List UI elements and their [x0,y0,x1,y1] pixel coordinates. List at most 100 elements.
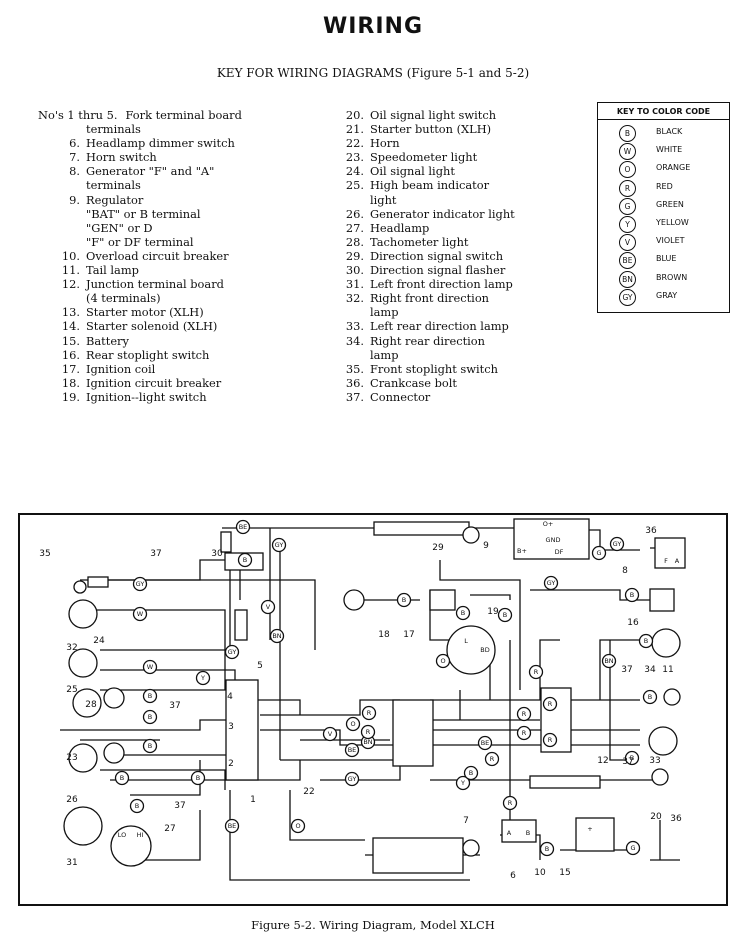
color-code-circle: B [619,125,636,142]
wire-color-code: Y [460,779,465,787]
key-item: light [326,193,586,207]
wire-color-code: B [148,742,152,750]
wire-color-code: V [328,730,333,738]
wire-color-code: R [490,755,495,763]
component-number: 36 [645,526,657,536]
color-name: YELLOW [656,218,689,227]
wire-color-code: B [461,609,465,617]
wire-color-tag [142,709,158,725]
key-item-text: "BAT" or B terminal [86,206,201,221]
wire-color-code: Y [200,674,205,682]
wire-color-code: GY [275,541,284,549]
wire-color-tag [396,592,412,608]
wire [609,640,630,761]
wire [130,760,201,796]
key-item-text: Fork terminal board [125,108,242,122]
key-item: 27.Headlamp [326,221,586,235]
key-item-text: Left rear direction lamp [370,319,509,334]
connector-29 [462,526,480,544]
wire [530,589,660,601]
wire-color-tag [542,732,558,748]
component-number: 31 [66,858,77,868]
wire-color-code: B [148,713,152,721]
key-item: "BAT" or B terminal [38,207,338,221]
key-item-text: Direction signal flasher [370,263,506,278]
key-item-number: 18. [61,375,80,390]
wire-color-tag [601,653,617,669]
wire-color-tag [516,725,532,741]
key-item-text: Horn switch [86,150,157,165]
key-item: 22.Horn [326,136,586,150]
key-item-text: Left front direction lamp [370,277,513,292]
key-item-number: 26. [345,206,364,221]
key-item-number: 24. [345,164,364,179]
wire [60,719,250,731]
wire-color-code: BN [604,657,613,665]
key-item: 20.Oil signal light switch [326,108,586,122]
terminal-label: BD [480,646,489,654]
key-item-text: Crankcase bolt [370,375,457,390]
key-item: 8.Generator "F" and "A" [38,164,338,178]
wire-color-tag [455,605,471,621]
wire-color-tag [609,536,625,552]
wire-color-code: R [548,700,553,708]
key-item-text: Headlamp [370,220,430,235]
wire-color-tag [235,519,251,535]
wire [80,609,226,690]
terminal-label: LO [118,831,127,839]
key-item: 32.Right front direction [326,291,586,305]
key-item-text: Tachometer light [370,234,469,249]
key-item-number: No's 1 thru 5. [38,108,118,122]
color-code-circle: G [619,197,636,215]
front-stop-35 [73,580,87,594]
page-title: WIRING [322,14,424,39]
component-number: 18 [378,630,390,640]
key-item-number: 9. [69,192,80,207]
key-item: "F" or DF terminal [38,235,338,249]
key-item-number: 37. [345,389,364,404]
wire-color-code: BE [348,746,357,754]
key-item: 17.Ignition coil [38,362,338,376]
component-number: 25 [66,685,77,695]
wire-color-code: W [147,663,154,671]
wire-color-tag [455,775,471,791]
component-number: 12 [597,756,608,766]
key-item-number: 14. [61,319,80,334]
key-item: "GEN" or D [38,221,338,235]
key-item: 18.Ignition circuit breaker [38,376,338,390]
wire-color-tag [142,659,158,675]
key-item-text: Direction signal switch [370,248,504,263]
key-item: terminals [38,178,338,192]
wire-color-tag [543,575,559,591]
wire-loom [373,521,470,536]
wire-color-tag [642,689,658,705]
component-number: 37 [622,757,633,767]
key-item-text: terminals [86,178,141,193]
wire-color-code: BE [228,822,237,830]
key-item-number: 21. [345,122,364,137]
key-item-number [38,291,86,305]
wire-color-code: B [469,769,473,777]
wire-color-tag [463,765,479,781]
color-name: BLUE [656,254,677,264]
key-item-number: 15. [61,333,80,348]
wire-color-code: BE [239,523,248,531]
terminal-label: B+ [517,547,527,555]
wire-color-tag [638,633,654,649]
terminal-label: GND [546,536,561,544]
key-item-text: light [370,192,397,207]
component-number: 36 [670,814,682,824]
key-item-number: 23. [345,150,364,165]
key-item-text: Generator indicator light [370,206,515,221]
wire [539,639,560,700]
wire-color-tag [322,726,338,742]
terminal-label: A [507,829,512,837]
wire-color-tag [260,599,276,615]
wire-color-code: B [630,591,634,599]
terminal-label: + [587,825,592,833]
key-item-text: Junction terminal board [86,277,224,292]
